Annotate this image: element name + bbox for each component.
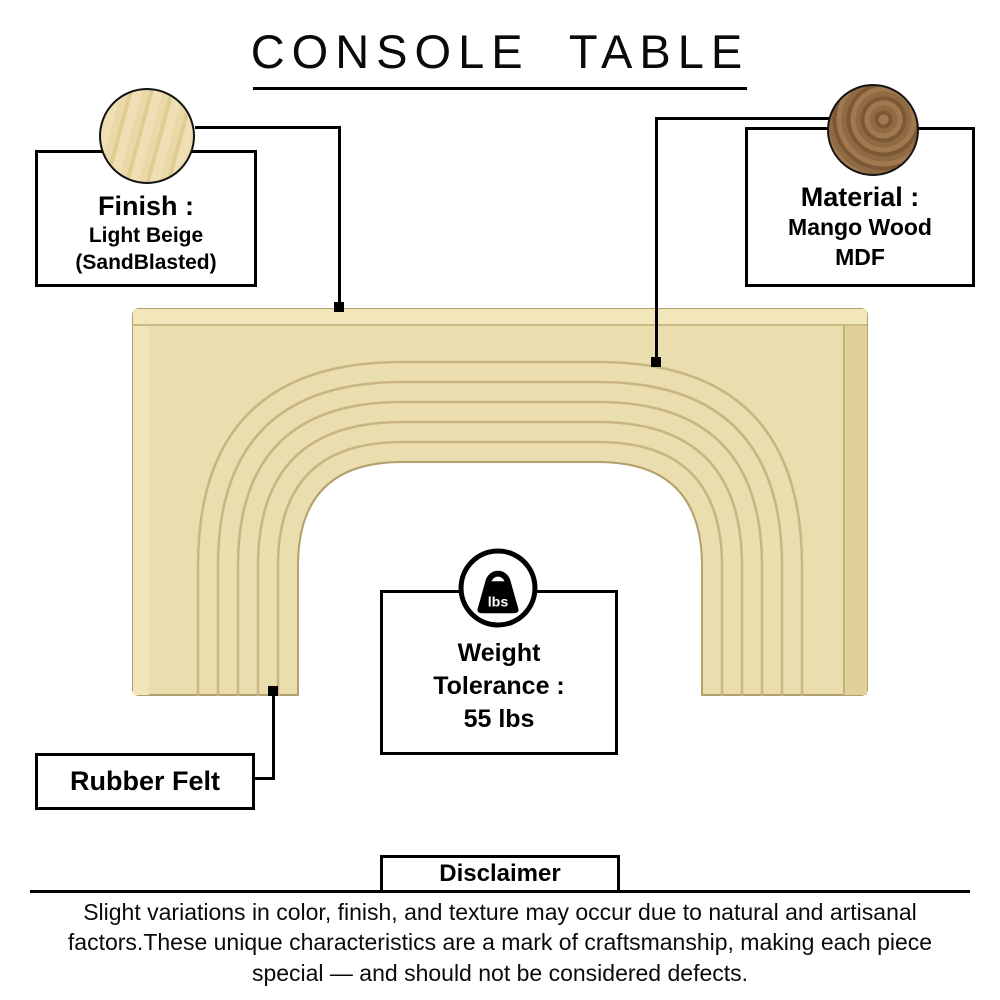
disclaimer-title-box: Disclaimer <box>380 855 620 893</box>
weight-line1: Weight <box>457 639 541 667</box>
rubber-felt-box: Rubber Felt <box>35 753 255 810</box>
weight-handle <box>484 570 512 585</box>
connector-line-finish-horizontal <box>195 126 341 129</box>
arch-groove-2 <box>256 420 744 696</box>
arch-opening-edge <box>297 461 703 696</box>
connector-line-finish-vertical <box>338 126 341 306</box>
connector-dot-material <box>651 357 661 367</box>
finish-line1: Light Beige <box>88 224 204 248</box>
arch-groove-4 <box>216 380 784 696</box>
rubber-felt-label: Rubber Felt <box>69 766 220 796</box>
table-top-face <box>133 309 867 325</box>
weight-icon: lbs <box>458 548 538 628</box>
page-title: CONSOLE TABLE <box>250 25 750 78</box>
weight-value: 55 lbs <box>463 705 535 733</box>
finish-line2: (SandBlasted) <box>75 251 217 275</box>
connector-line-material-horizontal <box>655 117 830 120</box>
arch-groove-3 <box>236 400 764 696</box>
connector-dot-finish <box>334 302 344 312</box>
weight-body <box>477 581 519 614</box>
table-right-side-face <box>844 309 867 695</box>
arch-groove-1 <box>276 440 724 696</box>
material-heading: Material : <box>800 182 920 212</box>
connector-dot-rubber <box>268 686 278 696</box>
material-line1: Mango Wood <box>788 214 932 241</box>
finish-wood-swatch-icon <box>99 88 195 184</box>
disclaimer-body-text: Slight variations in color, finish, and … <box>67 899 933 986</box>
title-underline <box>253 87 747 90</box>
table-left-side-face <box>133 309 149 695</box>
weight-line2: Tolerance : <box>433 672 565 700</box>
connector-line-rubber-vertical <box>272 692 275 780</box>
disclaimer-title: Disclaimer <box>439 860 561 887</box>
material-line2: MDF <box>835 243 885 270</box>
arch-groove-5 <box>196 360 804 696</box>
connector-line-rubber-horizontal <box>255 777 275 780</box>
material-wood-swatch-icon <box>827 84 919 176</box>
weight-icon-label: lbs <box>488 594 509 610</box>
finish-heading: Finish : <box>98 191 194 221</box>
connector-line-material-vertical <box>655 117 658 363</box>
